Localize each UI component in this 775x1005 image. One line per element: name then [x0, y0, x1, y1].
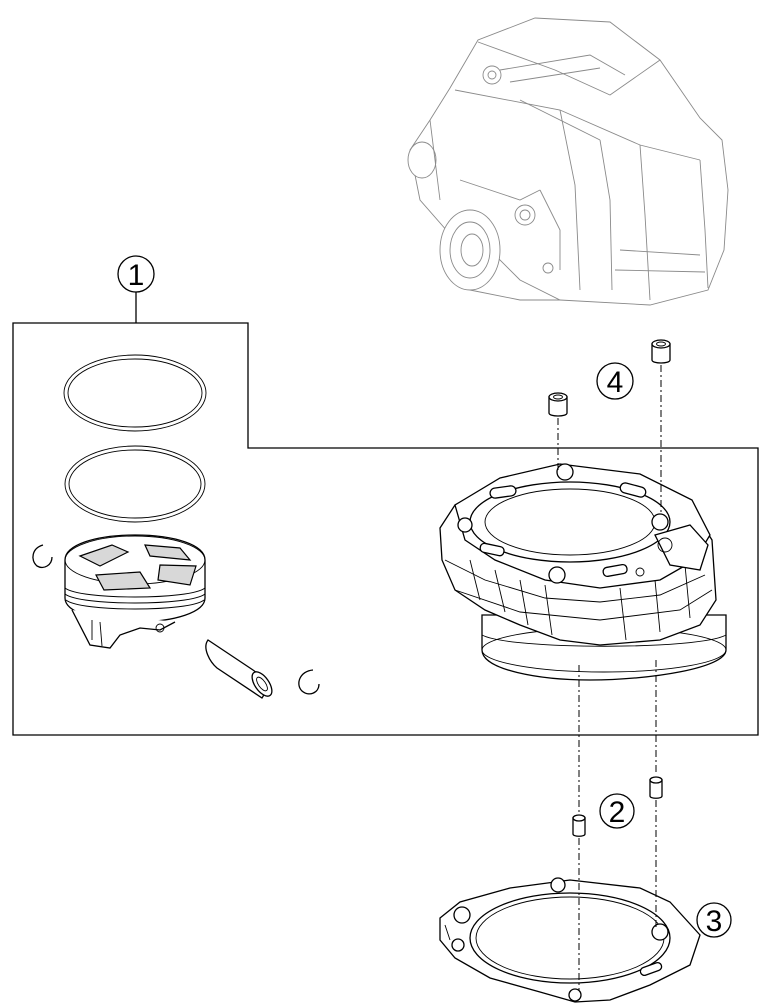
dowel-sleeve-top-left: [548, 392, 568, 417]
centerline-left: [557, 418, 580, 990]
callout-1: 1: [117, 255, 155, 323]
piston-ring-upper: [63, 354, 207, 432]
callout-label-2: 2: [609, 796, 626, 829]
cylinder-head-reference: [407, 17, 729, 306]
callout-label-4: 4: [607, 366, 624, 399]
kit-outline-frame: [12, 322, 759, 736]
callout-3: 3: [696, 902, 732, 938]
centerline-right: [655, 365, 662, 930]
piston: [64, 534, 206, 649]
dowel-pin-lower-right: [649, 776, 663, 799]
cylinder-head-gasket: [439, 877, 701, 1003]
dowel-pin-lower-left: [572, 814, 586, 837]
piston-ring-lower: [64, 445, 206, 523]
cylinder: [439, 463, 727, 681]
circlip-right: [298, 669, 320, 695]
callout-2: 2: [599, 793, 635, 829]
callout-label-3: 3: [706, 905, 723, 938]
piston-pin: [205, 639, 273, 699]
circlip-left: [32, 544, 53, 569]
callout-4: 4: [596, 362, 634, 400]
dowel-sleeve-top-right: [651, 339, 671, 364]
callout-label-1: 1: [128, 259, 145, 292]
